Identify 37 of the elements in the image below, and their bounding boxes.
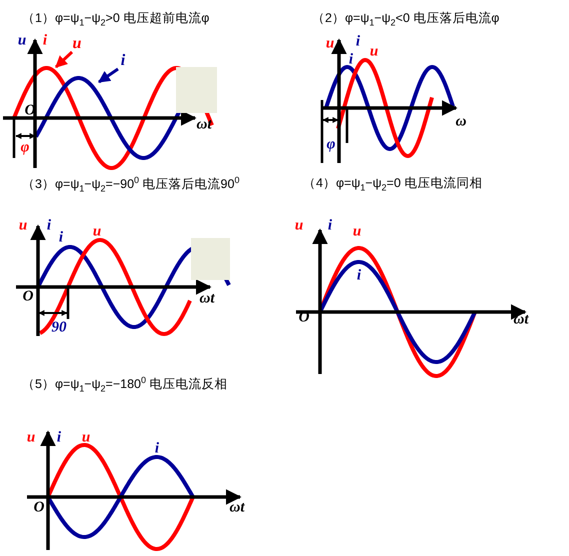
axis-label: u <box>352 224 362 240</box>
leader-arrow <box>54 50 74 68</box>
curve-label: i <box>120 53 126 69</box>
axis-label: u <box>18 218 28 234</box>
axis-label: 90 <box>52 320 66 336</box>
axis-label: ωt <box>230 500 244 516</box>
axis-label: i <box>56 430 62 446</box>
axis-label: u <box>326 36 334 52</box>
axis-label: i <box>356 34 360 50</box>
axis-label: ωt <box>196 118 212 132</box>
axis-label: ωt <box>200 292 214 306</box>
axis-label: i <box>46 218 52 234</box>
panel-title: （2）φ=ψ$_{1}$−ψ$_{2}$<0 电压落后电流φ <box>312 10 500 28</box>
axis-label: i <box>154 442 160 456</box>
panel-title: （3）φ=ψ$_{1}$−ψ$_{2}$=−90$^{0}$ 电压落后电流90$^{0}$ <box>22 175 240 194</box>
axis-label: i <box>42 34 48 48</box>
axis-label: u <box>26 430 36 446</box>
axis-label: u <box>82 430 90 446</box>
axis-label: u <box>92 224 102 240</box>
axis-label: φ <box>326 138 336 152</box>
axis-label: i <box>328 218 332 234</box>
axis-label: O <box>22 290 34 304</box>
axis-label: φ <box>20 140 30 156</box>
leader-arrow <box>98 68 119 84</box>
axis-label: u <box>18 34 26 48</box>
axis-label: i <box>348 52 354 68</box>
curve-label: u <box>72 36 82 52</box>
axis-label: i <box>356 268 362 284</box>
axis-label: ω <box>456 114 466 130</box>
axis-label: u <box>294 218 304 234</box>
axis-label: u <box>370 44 378 60</box>
axis-label: i <box>58 230 64 246</box>
panel-title: （1）φ=ψ$_{1}$−ψ$_{2}$>0 电压超前电流φ <box>22 10 210 28</box>
axis-label: ωt <box>514 312 528 328</box>
axis-label: O <box>34 500 44 516</box>
panel-title: （5）φ=ψ$_{1}$−ψ$_{2}$=−180$^{0}$ 电压电流反相 <box>22 375 228 394</box>
panel-title: （4）φ=ψ$_{1}$−ψ$_{2}$=0 电压电流同相 <box>303 175 482 192</box>
